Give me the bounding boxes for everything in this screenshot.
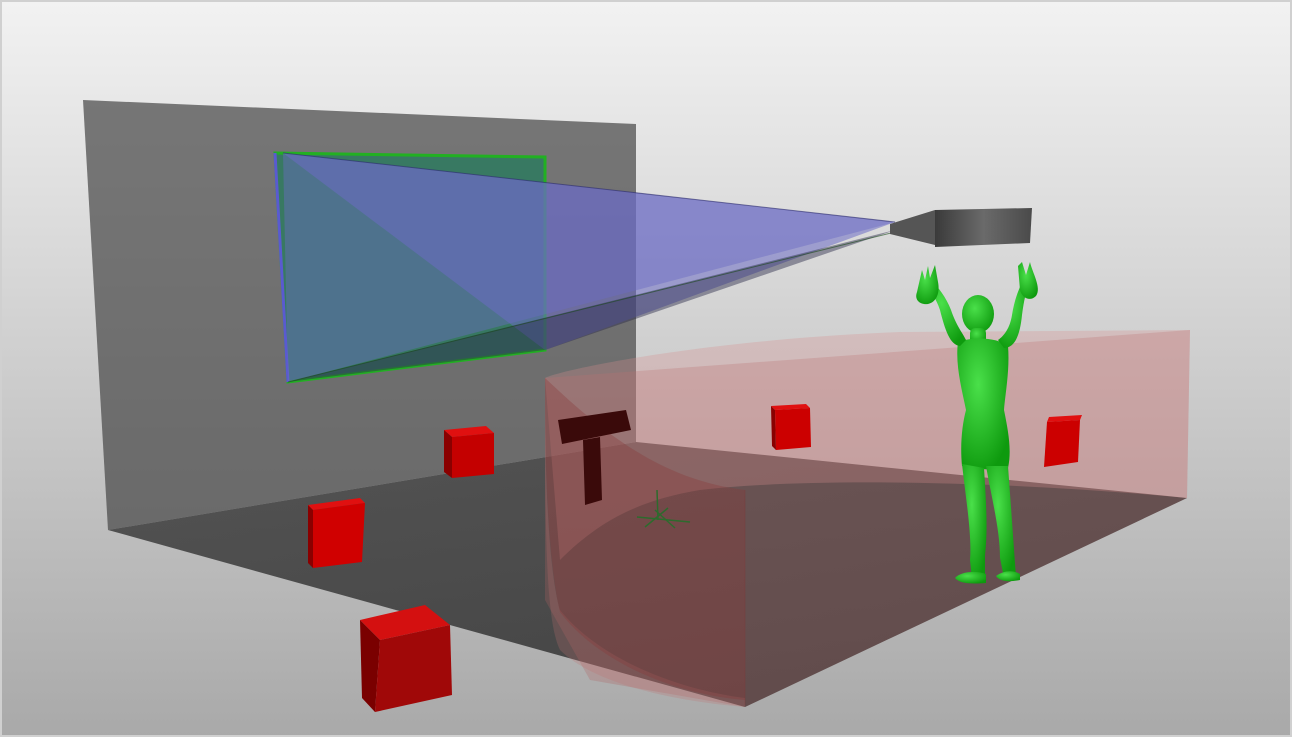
marker-cube-1[interactable] xyxy=(444,426,494,478)
projector-body xyxy=(935,208,1032,247)
marker-cube-2[interactable] xyxy=(308,498,365,568)
marker-cube-3[interactable] xyxy=(360,605,452,712)
marker-cube-4[interactable] xyxy=(771,404,811,450)
marker-cube-5[interactable] xyxy=(1044,415,1082,467)
